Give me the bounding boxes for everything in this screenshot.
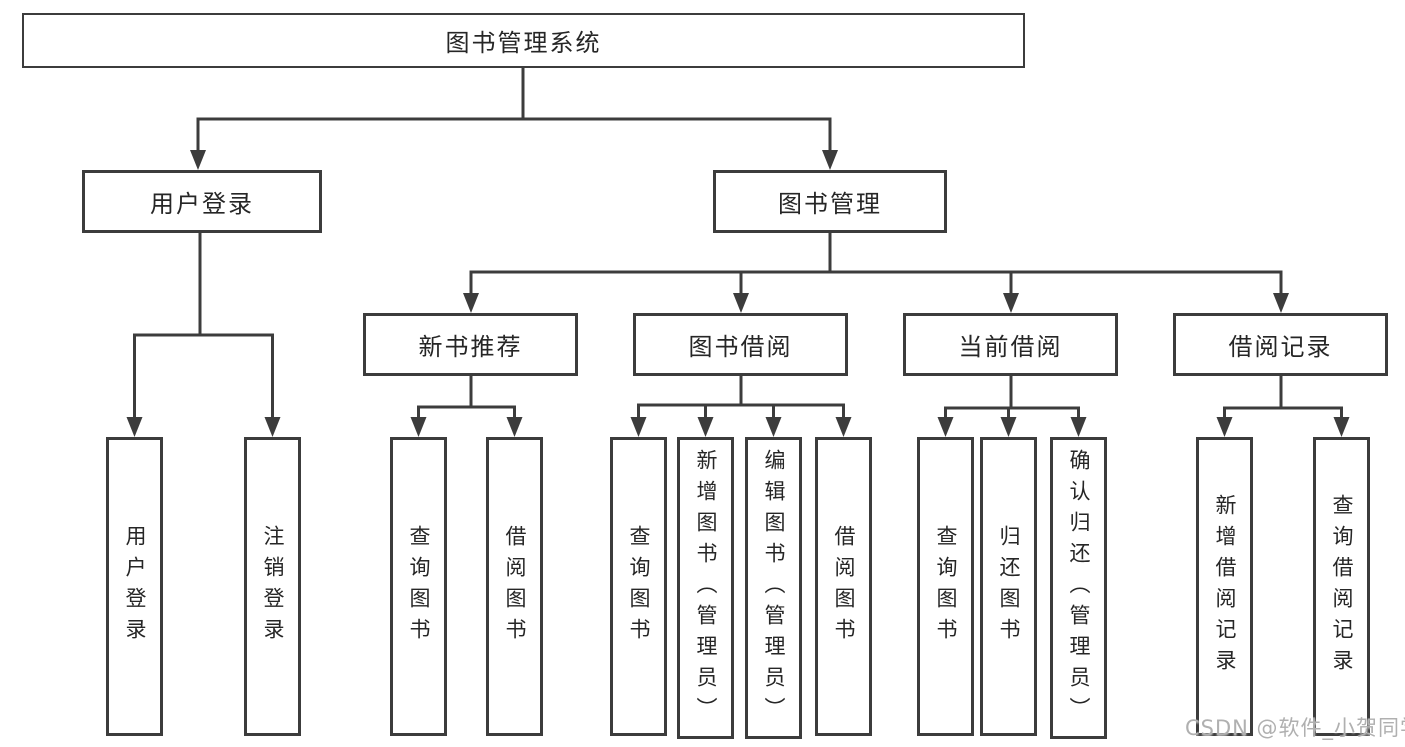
node-current-borrowing: 当前借阅 (903, 313, 1118, 376)
node-borrowing-records: 借阅记录 (1173, 313, 1388, 376)
watermark: CSDN @软件_小贺同学 (1185, 716, 1405, 740)
leaf-return-book: 归还图书 (980, 437, 1037, 736)
node-new-book-recommendation: 新书推荐 (363, 313, 578, 376)
node-book-management-branch: 图书管理 (713, 170, 947, 233)
leaf-confirm-return-admin: 确认归还（管理员） (1050, 437, 1107, 739)
leaf-query-books-current: 查询图书 (917, 437, 974, 736)
node-book-borrowing: 图书借阅 (633, 313, 848, 376)
leaf-logout: 注销登录 (244, 437, 301, 736)
leaf-user-login: 用户登录 (106, 437, 163, 736)
leaf-query-borrow-record: 查询借阅记录 (1313, 437, 1370, 736)
leaf-query-books-recommend: 查询图书 (390, 437, 447, 736)
leaf-edit-book-admin: 编辑图书（管理员） (745, 437, 802, 739)
leaf-borrow-books-recommend: 借阅图书 (486, 437, 543, 736)
leaf-borrow-books-borrowing: 借阅图书 (815, 437, 872, 736)
leaf-add-book-admin: 新增图书（管理员） (677, 437, 734, 739)
leaf-add-borrow-record: 新增借阅记录 (1196, 437, 1253, 736)
node-library-management-system: 图书管理系统 (22, 13, 1025, 68)
leaf-query-books-borrowing: 查询图书 (610, 437, 667, 736)
node-user-login-branch: 用户登录 (82, 170, 322, 233)
